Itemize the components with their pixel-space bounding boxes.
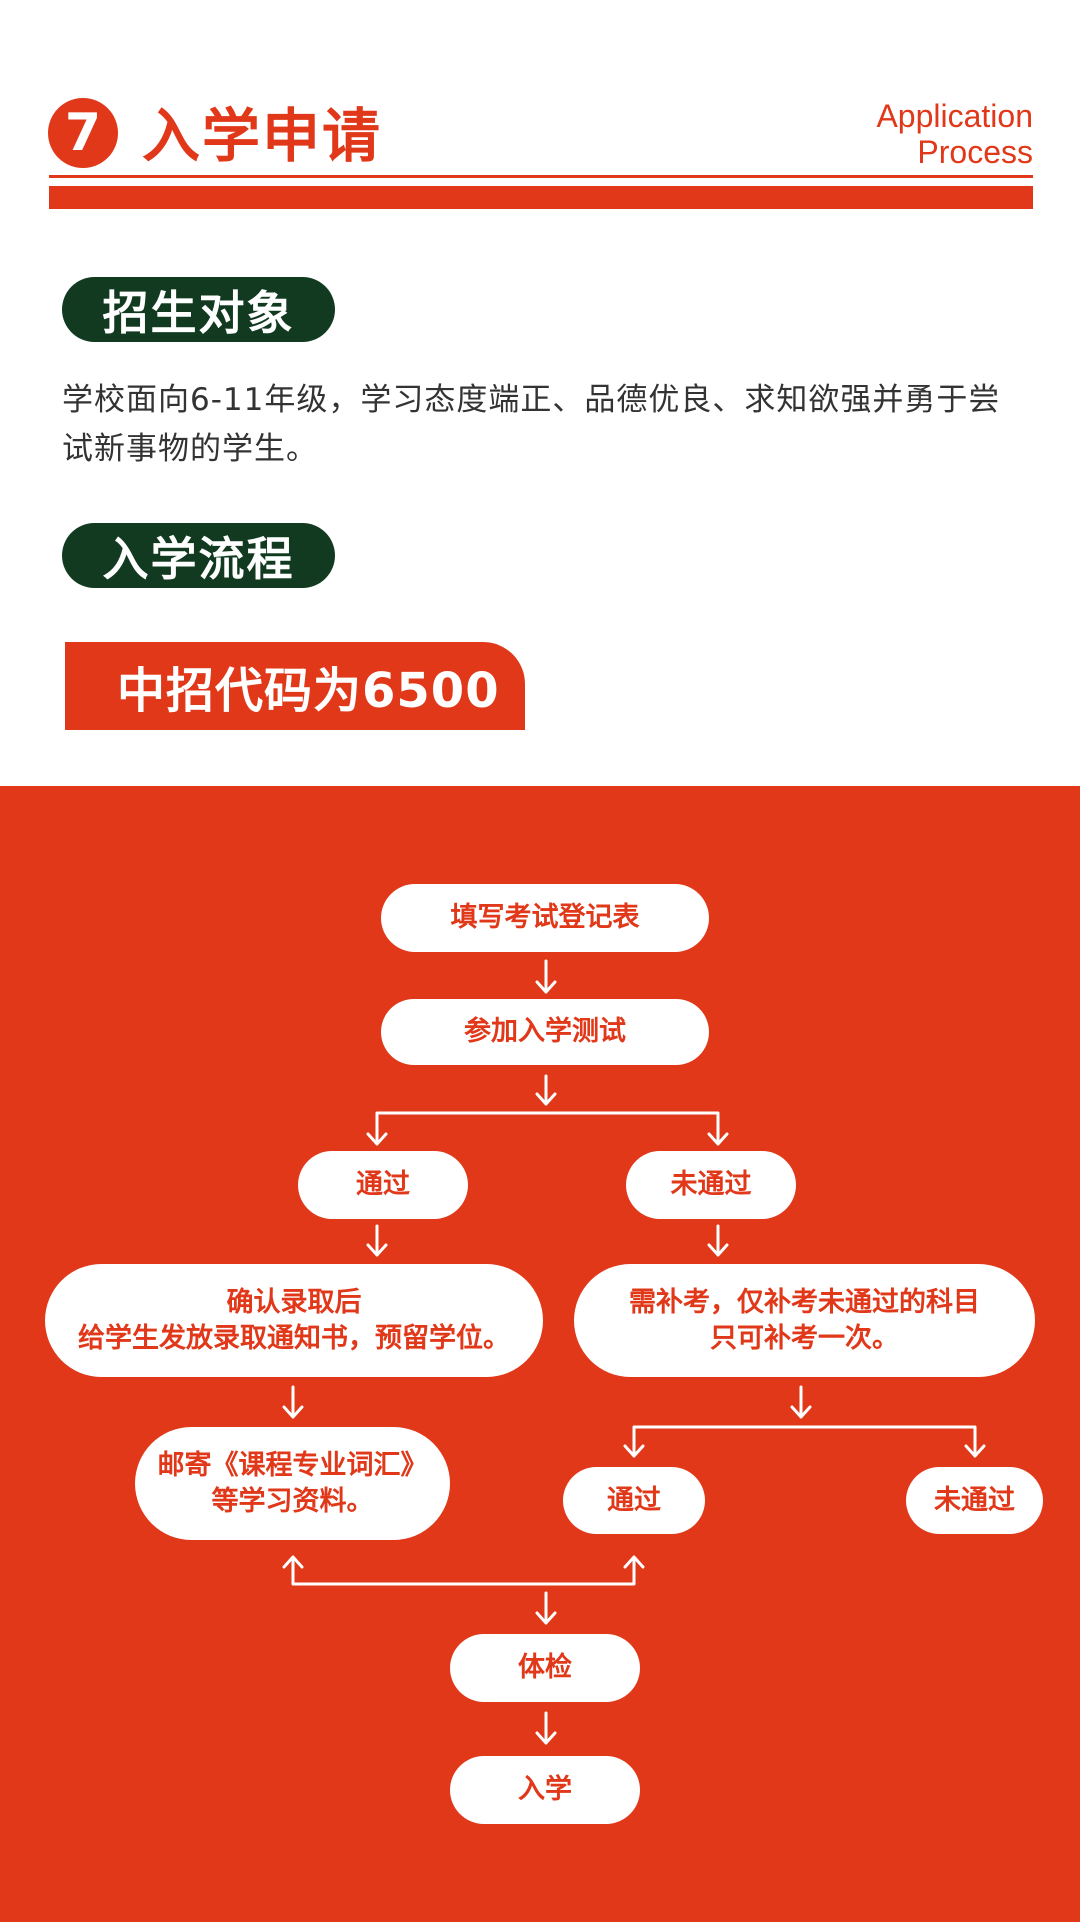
step-label: 未通过 <box>934 1484 1015 1516</box>
step-label: 填写考试登记表 <box>450 902 640 933</box>
step-label-line2: 给学生发放录取通知书，预留学位。 <box>78 1322 510 1354</box>
step-pass: 通过 <box>298 1151 468 1219</box>
step-enroll: 入学 <box>450 1756 640 1824</box>
step-mail-materials: 邮寄《课程专业词汇》 等学习资料。 <box>135 1427 450 1540</box>
step-label: 通过 <box>356 1169 410 1200</box>
step-retake: 需补考，仅补考未通过的科目 只可补考一次。 <box>574 1264 1035 1377</box>
step-label-line1: 邮寄《课程专业词汇》 <box>157 1449 428 1481</box>
step-label: 未通过 <box>670 1169 752 1200</box>
step-label-line1: 需补考，仅补考未通过的科目 <box>629 1286 980 1318</box>
enrollment-code-tab: 中招代码为6500 <box>65 642 525 730</box>
target-description: 学校面向6-11年级，学习态度端正、品德优良、求知欲强并勇于尝试新事物的学生。 <box>62 382 1001 467</box>
process-heading: 入学流程 <box>62 523 335 588</box>
step-label-line1: 确认录取后 <box>226 1286 362 1318</box>
step-label: 入学 <box>518 1774 572 1805</box>
step-label: 通过 <box>607 1484 661 1516</box>
step-label: 参加入学测试 <box>464 1016 626 1047</box>
step-label-line2: 只可补考一次。 <box>710 1322 899 1354</box>
step-confirm-admission: 确认录取后 给学生发放录取通知书，预留学位。 <box>45 1264 543 1377</box>
page-title: 入学申请 <box>142 102 383 170</box>
english-title-line1: Application <box>876 98 1033 134</box>
step-fail: 未通过 <box>626 1151 796 1219</box>
step-entrance-test: 参加入学测试 <box>381 999 709 1065</box>
step-medical-exam: 体检 <box>450 1634 640 1702</box>
step-label-line2: 等学习资料。 <box>211 1485 374 1517</box>
target-heading: 招生对象 <box>62 277 335 342</box>
step-retake-fail: 未通过 <box>906 1467 1043 1534</box>
header-divider-thin <box>49 175 1033 178</box>
step-fill-form: 填写考试登记表 <box>381 884 709 952</box>
header-divider-bar <box>49 186 1033 209</box>
section-number-badge: 7 <box>48 98 118 168</box>
english-title-line2: Process <box>917 134 1033 170</box>
step-retake-pass: 通过 <box>563 1467 705 1534</box>
step-label: 体检 <box>518 1652 572 1683</box>
english-title: Application Process <box>876 98 1033 170</box>
